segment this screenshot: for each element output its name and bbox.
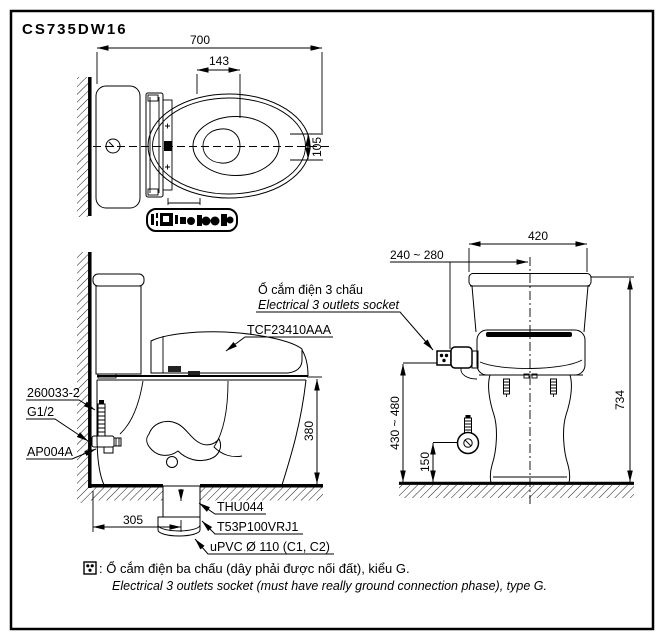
water-supply-valve-front xyxy=(456,415,480,455)
hose-connector xyxy=(450,346,479,380)
label-260033-2: 260033-2 xyxy=(27,386,80,400)
washlet-part-label: TCF23410AAA xyxy=(225,323,333,352)
part-labels-bottom: THU044 T53P100VRJ1 uPVC Ø 110 (C1, C2) xyxy=(194,500,334,555)
wall-hatch-side xyxy=(77,252,88,503)
dim-734: 734 xyxy=(591,276,634,482)
dim-700: 700 xyxy=(96,33,323,133)
dim-105-label: 105 xyxy=(310,137,324,157)
socket-label-vi: Ổ cắm điện 3 chấu xyxy=(258,282,363,297)
top-view-drawing: 700 143 105 xyxy=(77,33,333,232)
dim-240-280-label: 240 ~ 280 xyxy=(390,248,444,262)
floor-hatch-side xyxy=(88,487,163,501)
washlet-side xyxy=(150,331,303,374)
tank-plan xyxy=(95,85,141,209)
drain-pipe xyxy=(157,485,201,537)
seat-hinge-plate xyxy=(145,92,164,198)
label-thu044: THU044 xyxy=(217,500,264,514)
dim-150: 150 xyxy=(418,442,458,482)
dim-105: 105 xyxy=(290,133,324,161)
washlet-front xyxy=(476,329,586,379)
tank-lid-side xyxy=(92,273,145,287)
trapway-curve xyxy=(146,420,222,462)
electrical-socket xyxy=(436,350,452,366)
footer-note: : Ổ cắm điện ba chấu (dây phải được nối … xyxy=(83,561,547,593)
socket-label-en: Electrical 3 outlets socket xyxy=(258,298,400,312)
socket-callout: Ổ cắm điện 3 chấu Electrical 3 outlets s… xyxy=(256,282,434,351)
mounting-bolts xyxy=(503,378,557,397)
label-t53p100vrj1: T53P100VRJ1 xyxy=(217,520,298,534)
socket-symbol-icon xyxy=(436,350,452,366)
dim-143-label: 143 xyxy=(209,54,229,68)
product-code-title: CS735DW16 xyxy=(22,21,128,38)
water-surface xyxy=(202,128,241,164)
pedestal-right xyxy=(563,374,572,484)
label-g1-2: G1/2 xyxy=(27,405,54,419)
tank-body-side xyxy=(95,285,142,375)
pedestal-left xyxy=(488,374,497,484)
dim-305: 305 xyxy=(92,491,182,532)
sheet-border xyxy=(9,9,655,631)
dim-430-480-label: 430 ~ 480 xyxy=(388,396,402,450)
label-tcf23410aaa: TCF23410AAA xyxy=(247,323,332,337)
bowl-opening xyxy=(192,116,280,176)
dim-143: 143 xyxy=(196,54,241,118)
dim-305-label: 305 xyxy=(123,513,143,527)
side-view-drawing: 380 305 260033-2 G1/2 AP004A TCF23410AAA… xyxy=(26,252,334,555)
flush-button xyxy=(105,138,121,154)
dim-150-label: 150 xyxy=(418,452,432,472)
note-line-vi: : Ổ cắm điện ba chấu (dây phải được nối … xyxy=(99,561,410,576)
dim-380: 380 xyxy=(302,376,322,484)
dim-734-label: 734 xyxy=(613,390,627,410)
note-line-en: Electrical 3 outlets socket (must have r… xyxy=(112,579,547,593)
stop-valve-assembly xyxy=(91,400,122,454)
dim-380-label: 380 xyxy=(302,421,316,441)
dim-430-480: 430 ~ 480 xyxy=(388,362,437,482)
part-labels-left: 260033-2 G1/2 AP004A xyxy=(26,386,97,460)
wall-hatch-top xyxy=(77,77,88,217)
remote-control xyxy=(146,198,238,232)
label-ap004a: AP004A xyxy=(27,445,74,459)
front-view-drawing: 420 240 ~ 280 734 430 ~ 480 150 Ổ cắm đ xyxy=(256,229,634,506)
dim-420-label: 420 xyxy=(528,229,548,243)
floor-hatch-front xyxy=(399,485,634,498)
dim-240-280: 240 ~ 280 xyxy=(390,248,528,349)
note-symbol-icon xyxy=(83,561,97,575)
seat-control-panel xyxy=(164,141,172,151)
label-upvc-drain: uPVC Ø 110 (C1, C2) xyxy=(210,540,330,554)
dim-700-label: 700 xyxy=(190,33,210,47)
dim-420: 420 xyxy=(468,229,588,272)
